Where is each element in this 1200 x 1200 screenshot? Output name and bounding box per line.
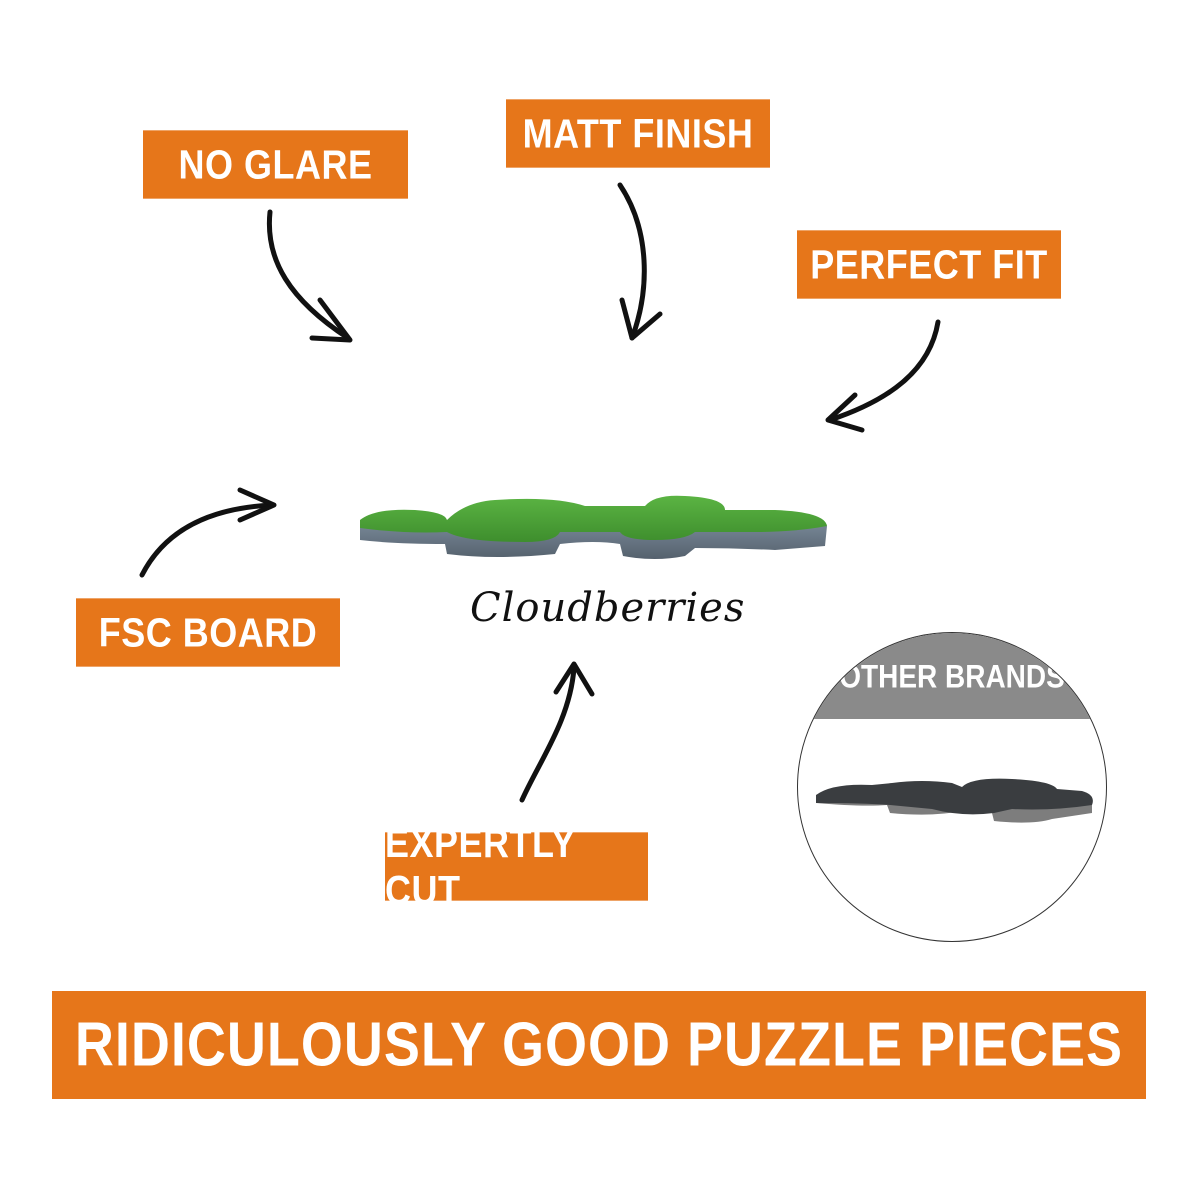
other-brands-label: OTHER BRANDS (839, 658, 1065, 695)
matt-finish-arrow (617, 182, 647, 341)
matt-finish-label: MATT FINISH (522, 109, 754, 156)
perfect-fit-arrow (827, 319, 941, 423)
fsc-board-label: FSC BOARD (98, 608, 318, 655)
tagline-banner: RIDICULOUSLY GOOD PUZZLE PIECES (52, 991, 1146, 1099)
expertly-cut-tag: EXPERTLY CUT (385, 819, 648, 912)
fsc-board-tag: FSC BOARD (76, 598, 340, 667)
comparison-header-band (798, 633, 1106, 719)
expertly-cut-arrowhead (553, 661, 595, 697)
puzzle-piece-image (360, 495, 827, 559)
no-glare-label: NO GLARE (178, 140, 373, 187)
puzzle-piece-top (360, 495, 827, 542)
matt-finish-tag: MATT FINISH (506, 99, 770, 168)
perfect-fit-label: PERFECT FIT (810, 240, 1048, 287)
perfect-fit-arrowhead (825, 392, 865, 433)
no-glare-arrow (266, 209, 351, 341)
brand-name: Cloudberries (470, 585, 746, 631)
fsc-board-arrow (139, 502, 275, 578)
expertly-cut-arrow (519, 665, 577, 803)
expertly-cut-label: EXPERTLY CUT (385, 819, 576, 913)
other-brand-piece-image (816, 778, 1093, 823)
no-glare-arrowhead (309, 297, 353, 343)
other-piece-top (816, 778, 1093, 815)
fsc-board-arrowhead (237, 487, 277, 523)
tagline-text: RIDICULOUSLY GOOD PUZZLE PIECES (74, 1010, 1124, 1080)
other-brands-comparison: OTHER BRANDS (797, 632, 1107, 942)
perfect-fit-tag: PERFECT FIT (797, 230, 1061, 299)
no-glare-tag: NO GLARE (143, 130, 408, 199)
matt-finish-arrowhead (619, 297, 663, 341)
